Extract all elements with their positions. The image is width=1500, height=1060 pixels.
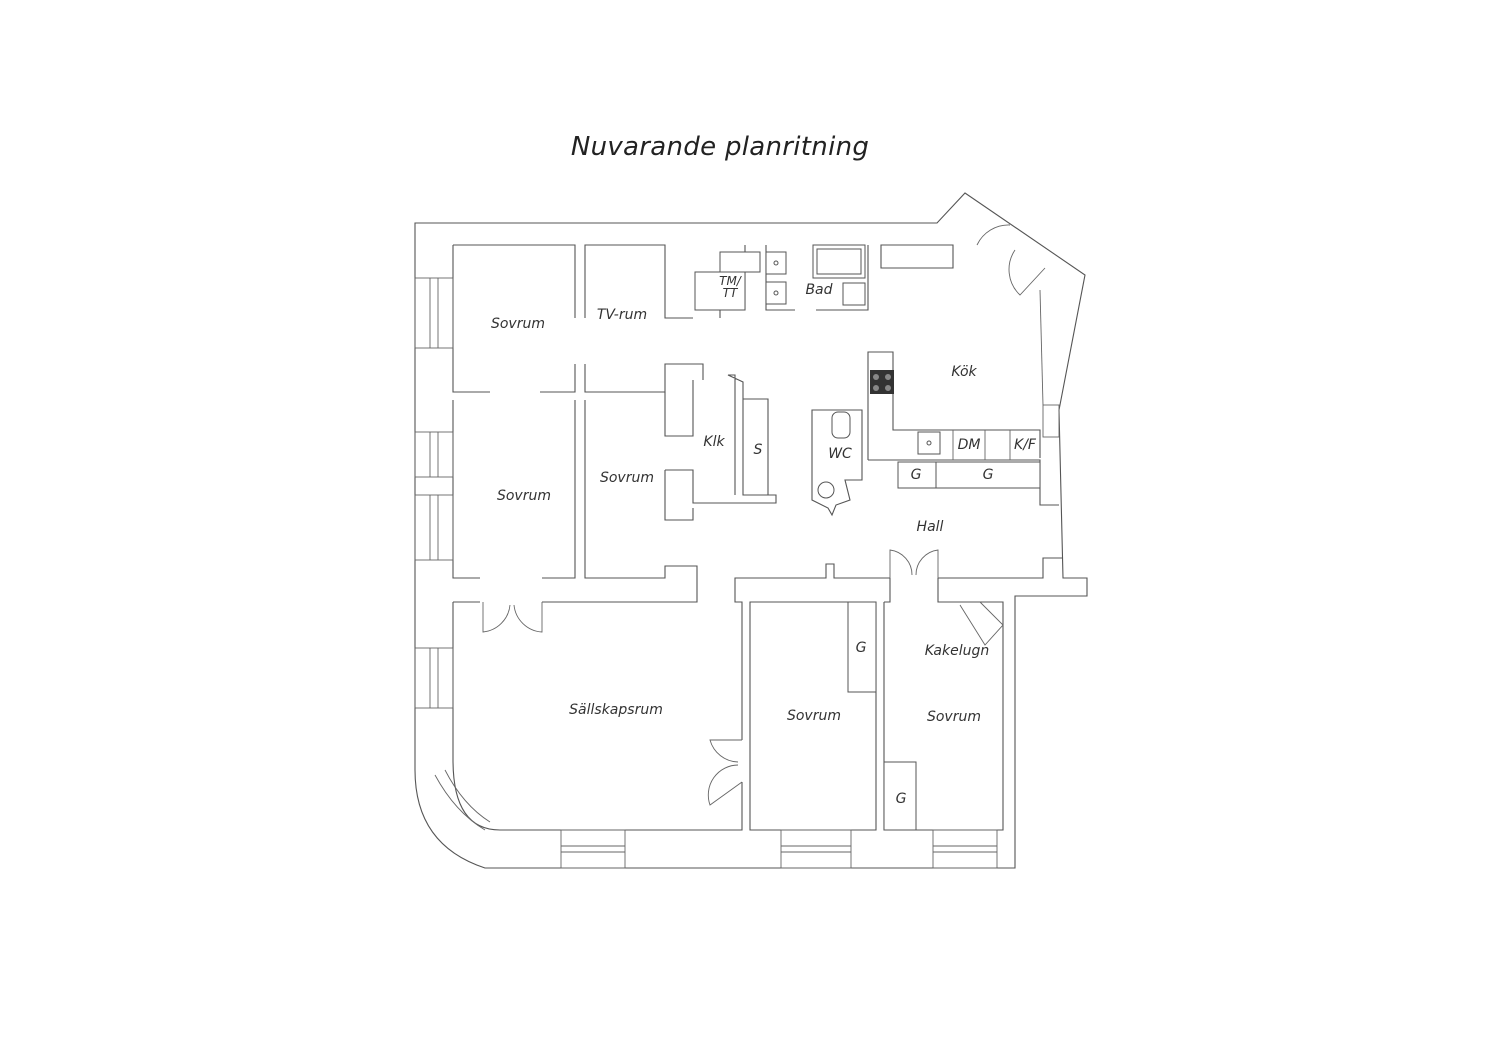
fixture-label-kakelugn: Kakelugn	[925, 643, 990, 659]
fixture-label-tt: TT	[723, 286, 739, 300]
fixture-label-fridge-freezer: K/F	[1014, 437, 1037, 453]
fixture-label-wardrobe: G	[896, 791, 907, 807]
room-label-sovrum: Sovrum	[497, 488, 551, 504]
windows	[414, 277, 1060, 869]
fixture-label-tm: TM/	[719, 274, 743, 288]
room-label-sallskapsrum: Sällskapsrum	[569, 702, 663, 718]
room-label-sovrum: Sovrum	[787, 708, 841, 724]
fixture-label-wardrobe: G	[911, 467, 922, 483]
fixture-label-wardrobe: G	[983, 467, 994, 483]
room-label-sovrum: Sovrum	[600, 470, 654, 486]
doors	[482, 224, 1046, 806]
stove-icon	[870, 370, 894, 394]
room-label-bad: Bad	[805, 282, 832, 298]
outer-walls	[414, 192, 1088, 869]
room-label-sovrum: Sovrum	[491, 316, 545, 332]
room-label-sovrum: Sovrum	[927, 709, 981, 725]
room-label-hall: Hall	[917, 519, 944, 535]
room-label-wc: WC	[828, 446, 852, 462]
fixtures	[694, 244, 1041, 831]
room-label-klk: Klk	[703, 434, 725, 450]
room-label-tv-rum: TV-rum	[597, 307, 647, 323]
plan-title: Nuvarande planritning	[570, 132, 870, 162]
fixture-label-wardrobe: G	[856, 640, 867, 656]
fixture-label-dishwasher: DM	[958, 437, 981, 453]
room-label-kok: Kök	[951, 364, 977, 380]
fixture-label-storage: S	[754, 442, 763, 458]
